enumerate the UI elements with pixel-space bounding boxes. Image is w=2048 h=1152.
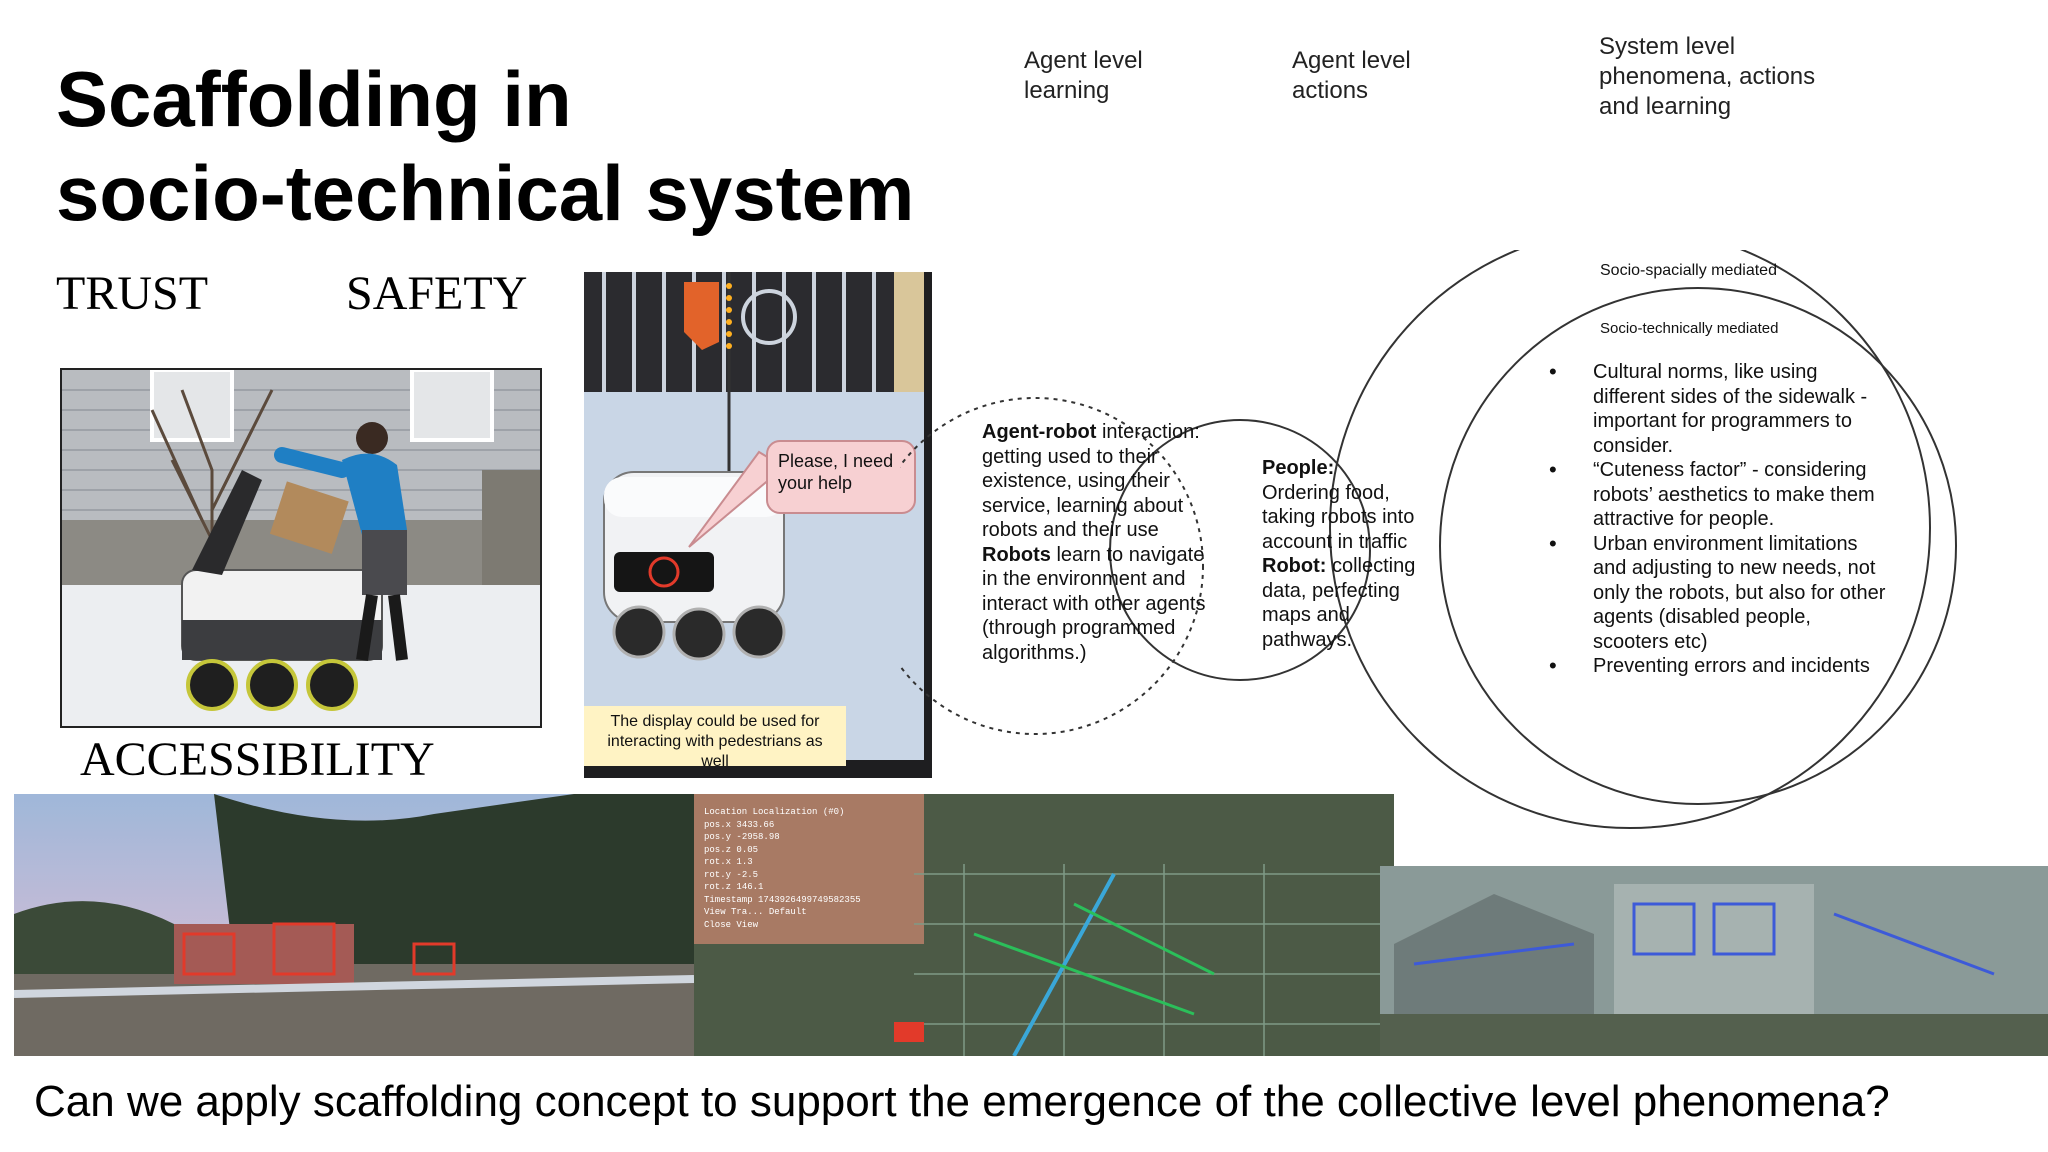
hud-key: pos.y [704, 832, 732, 842]
robot-vision-collage [13, 794, 2048, 1057]
left-circle-learning [900, 397, 1204, 735]
system-level-bullets: Cultural norms, like using different sid… [1549, 360, 1889, 679]
safety-label: SAFETY [346, 267, 528, 320]
hud-key: rot.x [704, 857, 732, 867]
trust-label: TRUST [56, 267, 209, 320]
outer-ring-label: Socio-spacially mediated [1600, 262, 1777, 279]
robot-heading: Robot: [1262, 555, 1327, 577]
outer-ring-socio-spatial [1329, 250, 1931, 829]
bottom-image-strip: Location Localization (#0) pos.x 3433.66… [13, 794, 2048, 1057]
hud-value: Default [768, 907, 807, 917]
photo-robot-in-snow: Please, I need your help The display cou… [584, 272, 932, 778]
hud-key: Timestamp [704, 894, 753, 905]
hud-key: View Tra... [704, 907, 764, 917]
left-circle-text: Agent-robot interaction: getting used to… [982, 420, 1212, 665]
hud-value: 3433.66 [736, 819, 775, 830]
hud-value: 0.05 [736, 844, 759, 855]
column-head-agent-learning: Agent level learning [1024, 47, 1143, 104]
bullet-item: Preventing errors and incidents [1549, 654, 1889, 679]
hud-key: pos.x [704, 819, 732, 830]
inner-ring-label: Socio-technically mediated [1600, 320, 1779, 337]
hud-key: Close View [704, 919, 759, 930]
people-heading: People: [1262, 457, 1335, 479]
column-head-agent-actions: Agent level actions [1292, 47, 1411, 104]
hud-value: -2958.98 [736, 832, 780, 842]
photo-caption: The display could be used for interactin… [584, 706, 846, 770]
title-line-2: socio-technical system [56, 149, 915, 237]
agent-robot-body: interaction: getting used to their exist… [982, 421, 1200, 541]
speech-bubble: Please, I need your help [766, 440, 916, 514]
hud-readout: Location Localization (#0) pos.x 3433.66… [704, 806, 914, 931]
bullet-item: Urban environment limitations and adjust… [1549, 532, 1889, 655]
photo-woman-with-robot [60, 368, 542, 728]
hud-value: 146.1 [736, 882, 764, 892]
hud-value: 1743926499749582355 [758, 894, 861, 905]
robots-body: learn to navigate in the environment and… [982, 543, 1206, 664]
robot-body: collecting data, perfecting maps and pat… [1262, 555, 1416, 651]
title-line-1: Scaffolding in [56, 55, 572, 143]
robot-snow-illustration [584, 272, 924, 760]
middle-circle-text: People: Ordering food, taking robots int… [1262, 456, 1430, 652]
hud-key: rot.z [704, 882, 732, 892]
robots-heading: Robots [982, 543, 1051, 566]
middle-circle-actions [1109, 419, 1371, 681]
hud-value: Localization (#0) [752, 807, 845, 817]
slide-title: Scaffolding in socio-technical system [56, 52, 956, 240]
closing-question: Can we apply scaffolding concept to supp… [34, 1077, 1890, 1126]
hud-key: Location [704, 807, 748, 817]
inner-ring-socio-technical [1439, 287, 1957, 805]
hud-key: rot.y [704, 869, 732, 880]
hud-value: -2.5 [736, 869, 759, 880]
bullet-item: “Cuteness factor” - considering robots’ … [1549, 458, 1889, 532]
hud-key: pos.z [704, 844, 732, 855]
nested-circles-diagram [900, 250, 1957, 829]
people-body: Ordering food, taking robots into accoun… [1262, 481, 1415, 553]
robot-loading-illustration [62, 370, 540, 726]
accessibility-label: ACCESSIBILITY [80, 733, 435, 786]
hud-value: 1.3 [736, 857, 753, 867]
column-head-system-level: System level phenomena, actions and lear… [1599, 33, 1816, 120]
bullet-item: Cultural norms, like using different sid… [1549, 360, 1889, 458]
agent-robot-heading: Agent-robot [982, 421, 1097, 443]
